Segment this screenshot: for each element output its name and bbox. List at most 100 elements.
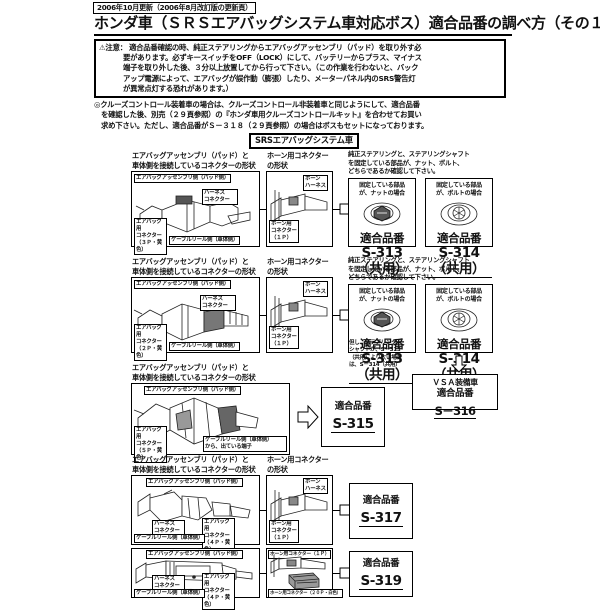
instruction-text-row1: 純正ステアリングと、ステアリングシャフト を固定している部品が、ナット、ボルト、…: [348, 150, 470, 176]
part-number-label: 適合品番: [437, 337, 482, 351]
diagram-airbag-connector-row1: エアバッグアッセンブリ側（パッド側） ハーネス コネクター エアバッグ用 コネク…: [131, 171, 260, 255]
caption-airbag-connector-row4: エアバッグアッセンブリ（パッド）と 車体側を接続しているコネクターの形状: [132, 455, 256, 474]
result-box-row2-nut: 固定している部品 が、ナットの場合 適合品番 S-313（共用）: [348, 284, 416, 384]
caution-line: 要があります。必ずキースイッチをOFF（LOCK）にして、バッテリーからプラス、…: [123, 53, 422, 63]
connector-line-row5: [260, 573, 266, 574]
label-cable-reel-out: ケーブルリール側（車体側） から、出ている端子: [203, 436, 287, 452]
label-airbag-connector-4p: エアバッグ用 コネクター （４Ｐ・黄色）: [202, 573, 235, 610]
label-airbag-connector-2p: エアバッグ用 コネクター （２Ｐ・黄色）: [134, 324, 167, 361]
result-box-row2-bolt: 固定している部品 が、ボルトの場合 適合品番 S-314（共用）: [425, 284, 493, 384]
diagram-airbag-connector-row2: エアバッグアッセンブリ側（パッド側） ハーネス コネクター エアバッグ用 コネク…: [131, 277, 260, 361]
caution-line: 端子を取り外した後、３分以上放置してから行って下さい。（この作業を行わないと、バ…: [123, 63, 419, 73]
part-number-label: 適合品番: [362, 558, 400, 569]
sketch-horn-connector-row5: [270, 555, 326, 590]
part-number-value: S-313（共用）: [349, 245, 415, 278]
caption-horn-connector-row1: ホーン用コネクター の形状: [267, 151, 329, 170]
result-box-row3: 適合品番 S-315: [321, 387, 385, 447]
part-number-label: 適合品番: [360, 337, 405, 351]
caution-line: が異常点灯する恐れがあります。）: [123, 83, 233, 93]
sketch-airbag-assembly-row2: [133, 303, 249, 341]
label-airbag-connector-3p: エアバッグ用 コネクター （３Ｐ・黄色）: [134, 218, 167, 255]
cruise-note-line: を確認した後、別売（２９頁参照）の『ホンダ車用クルーズコントロールキット』を合わ…: [101, 110, 422, 120]
label-horn-connector-20p: ホーン用コネクター（２０Ｐ・白色）: [268, 589, 343, 598]
label-horn-harness: ホーン ハーネス: [303, 175, 328, 191]
caption-horn-connector-row4: ホーン用コネクター の形状: [267, 455, 329, 474]
label-pad-side: エアバッグアッセンブリ側（パッド側）: [134, 280, 232, 289]
sketch-horn-connector-row4: [270, 490, 328, 528]
condition-bolt: 固定している部品 が、ボルトの場合: [436, 182, 482, 197]
cruise-control-note: ◎クルーズコントロール装着車の場合は、クルーズコントロール非装着車と同じようにし…: [94, 100, 508, 131]
caption-airbag-connector-row2: エアバッグアッセンブリ（パッド）と 車体側を接続しているコネクターの形状: [132, 257, 256, 276]
arrow-down-vsa: [451, 355, 467, 373]
cruise-note-line: 求め下さい。ただし、適合品番がＳ－３１８（２９頁参照）の場合はボスもセットになっ…: [101, 120, 429, 130]
condition-bolt: 固定している部品 が、ボルトの場合: [436, 288, 482, 303]
label-airbag-connector-5p: エアバッグ用 コネクター （５Ｐ・黄色）: [134, 426, 167, 463]
connector-line-row5b: [333, 573, 340, 574]
label-horn-connector-1p: ホーン用 コネクター （１Ｐ）: [269, 220, 299, 243]
cruise-note-line: ◎クルーズコントロール装着車の場合は、クルーズコントロール非装着車と同じようにし…: [94, 100, 420, 109]
footnote-shaft-thickness: 但し、ステアリング シャフトが、S－313 （共用）より太い場合 は、S－314…: [349, 340, 402, 369]
arrow-right-row3: [297, 404, 319, 430]
revision-badge: 2006年10月更新（2006年8月改訂版の更新頁）: [93, 2, 257, 14]
condition-nut: 固定している部品 が、ナットの場合: [359, 182, 405, 197]
label-cable-reel: ケーブルリール側（車体側）: [169, 236, 241, 245]
caution-text-rest: 要があります。必ずキースイッチをOFF（LOCK）にして、バッテリーからプラス、…: [99, 53, 501, 94]
connector-line-row1: [260, 209, 266, 210]
sketch-airbag-assembly-row1: [135, 195, 251, 233]
instruction-text-row2: 純正ステアリングと、ステアリングシャフト を固定している部品が、ナット、ボルト、…: [348, 256, 470, 282]
condition-nut: 固定している部品 が、ナットの場合: [359, 288, 405, 303]
label-pad-side: エアバッグアッセンブリ側（パッド側）: [146, 478, 244, 487]
label-pad-side: エアバッグアッセンブリ側（パッド側）: [144, 386, 242, 395]
label-harness-connector: ハーネス コネクター: [200, 295, 236, 311]
label-pad-side: エアバッグアッセンブリ側（パッド側）: [134, 174, 232, 183]
label-pad-side: エアバッグアッセンブリ側（パッド側）: [146, 550, 244, 559]
label-horn-harness: ホーン ハーネス: [303, 478, 328, 494]
caution-line: アップ電源によって、エアバッグが誤作動（膨張）したり、メーターパネル内のSRS警…: [123, 73, 416, 83]
part-number-label: 適合品番: [362, 495, 400, 506]
label-horn-connector-1p: ホーン用 コネクター （１Ｐ）: [269, 326, 299, 349]
sketch-horn-connector-row1: [270, 190, 328, 228]
caution-text: 適合品番確認の時、純正ステアリングからエアバッグアッセンブリ（パッド）を取り外す…: [129, 43, 422, 53]
result-box-row4: 適合品番 S-317: [349, 483, 413, 539]
page-title: ホンダ車（ＳＲＳエアバッグシステム車対応ボス）適合品番の調べ方（その１）: [94, 14, 600, 36]
diagram-horn-connector-row1: ホーン ハーネス ホーン用 コネクター （１Ｐ）: [266, 171, 333, 247]
caution-marker: ⚠注意：: [99, 43, 127, 52]
diagram-airbag-connector-row3: エアバッグアッセンブリ側（パッド側） エアバッグ用 コネクター （５Ｐ・黄色） …: [131, 383, 290, 463]
result-box-vsa: ＶＳＡ装備車 適合品番 S－316: [412, 374, 498, 419]
part-number-label: 適合品番: [437, 231, 482, 245]
label-cable-reel: ケーブルリール側（車体側）: [134, 534, 206, 543]
diagram-airbag-connector-row5: エアバッグアッセンブリ側（パッド側） ハーネス コネクター エアバッグ用 コネク…: [131, 548, 260, 610]
diagram-airbag-connector-row4: エアバッグアッセンブリ側（パッド側） ハーネス コネクター エアバッグ用 コネク…: [131, 475, 260, 555]
part-number-label: 適合品番: [436, 388, 474, 399]
nut-icon: [363, 202, 401, 226]
srs-system-header: SRSエアバッグシステム車: [249, 133, 359, 149]
part-number-value: S-319: [359, 573, 403, 590]
result-box-row1-bolt: 固定している部品 が、ボルトの場合 適合品番 S-314（共用）: [425, 178, 493, 278]
part-number-label: 適合品番: [334, 401, 372, 412]
label-horn-harness: ホーン ハーネス: [303, 281, 328, 297]
label-cable-reel: ケーブルリール側（車体側）: [169, 342, 241, 351]
caption-airbag-connector-row1: エアバッグアッセンブリ（パッド）と 車体側を接続しているコネクターの形状: [132, 151, 256, 170]
connector-line-row2: [260, 315, 266, 316]
nut-icon: [363, 308, 401, 332]
sketch-airbag-assembly-row3: [133, 397, 259, 445]
label-horn-connector-1p: ホーン用 コネクター （１Ｐ）: [269, 520, 299, 543]
part-number-value: S-317: [359, 510, 403, 527]
result-box-row1-nut: 固定している部品 が、ナットの場合 適合品番 S-313（共用）: [348, 178, 416, 278]
caution-line: 適合品番確認の時、純正ステアリングからエアバッグアッセンブリ（パッド）を取り外す…: [129, 43, 422, 52]
result-box-row5: 適合品番 S-319: [349, 551, 413, 597]
diagram-horn-connector-row5: ホーン用コネクター（１Ｐ） ホーン用コネクター（２０Ｐ・白色）: [266, 548, 343, 598]
connector-line-row4: [260, 510, 266, 511]
label-cable-reel: ケーブルリール側（車体側）: [134, 589, 206, 598]
connector-line-row2b: [333, 315, 340, 316]
part-number-value: S-314（共用）: [426, 245, 492, 278]
caption-horn-connector-row2: ホーン用コネクター の形状: [267, 257, 329, 276]
part-number-value: S－316: [433, 404, 477, 419]
connector-line-row1b: [333, 209, 340, 210]
sketch-airbag-assembly-row4: [137, 489, 251, 523]
label-harness-connector: ハーネス コネクター: [202, 189, 238, 205]
vsa-label: ＶＳＡ装備車: [432, 378, 478, 387]
part-number-label: 適合品番: [360, 231, 405, 245]
part-number-value: S-315: [331, 416, 375, 433]
